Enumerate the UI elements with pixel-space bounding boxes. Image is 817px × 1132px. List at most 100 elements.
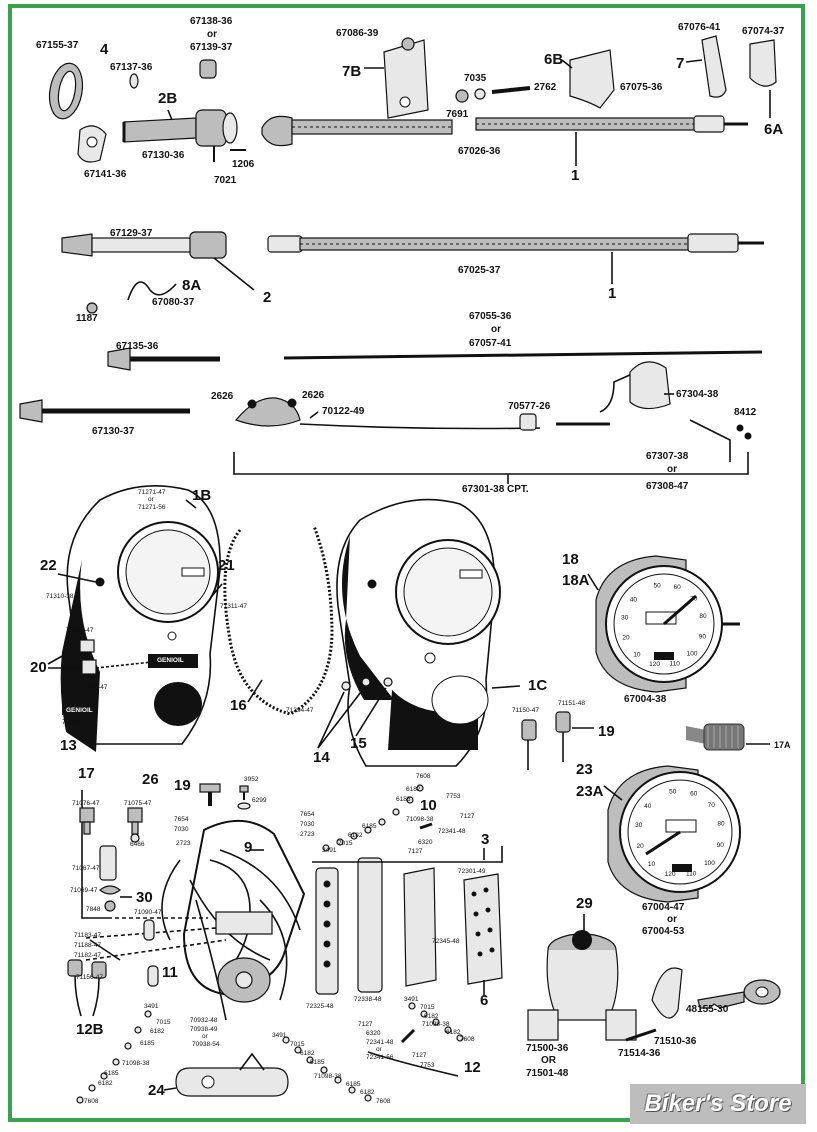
part-number-label: 67057-41 [469,338,512,349]
part-number-label: 7030 [174,826,189,833]
watermark-logo: Biker's Store [630,1084,806,1124]
dial-numeral: 70 [708,802,716,809]
part-number-label: 6466 [130,841,145,848]
callout-label: 16 [230,697,247,714]
part-number-label: 7015 [156,1019,171,1026]
part-number-label: 67075-36 [620,82,663,93]
callout-label: 12 [464,1059,481,1076]
callout-label: 18A [562,572,590,589]
part-number-label: 67025-37 [458,265,501,276]
lens-part [81,659,97,675]
badge-label: GENIOIL [157,657,184,664]
callout-label: 7B [342,63,361,80]
dial-numeral: 70 [690,595,698,602]
part-number-label: 71510-36 [654,1036,697,1047]
callout-label: 29 [576,895,593,912]
screw-part [199,783,251,810]
part-number-label: 71098-38 [406,816,434,823]
callout-label: 23A [576,783,604,800]
dial-numeral: 110 [686,871,697,878]
part-number-label: 6182 [348,832,363,839]
lamp-socket [521,711,571,770]
bracket-7b [383,37,429,119]
part-number-label: 71271-47 [138,489,166,496]
callout-label: 19 [174,777,191,794]
inner-core-cable [283,350,763,360]
part-number-label: 3952 [244,776,259,783]
terminal-holes [323,880,495,968]
callout-label: 2B [158,90,177,107]
part-number-label: 6299 [252,797,267,804]
part-number-label: 67004-38 [624,694,667,705]
part-number-label: 71182-47 [74,952,101,959]
callout-label: 2 [263,289,271,306]
grommet-part [341,681,351,691]
dial-numeral: 40 [644,803,652,810]
part-number-label: 6185 [310,1059,325,1066]
lamp-socket [67,919,159,1017]
part-number-label: 72301-49 [458,868,486,875]
ignition-switch-29 [527,930,637,1041]
part-number-label: 70938-49 [190,1026,218,1033]
dial-numeral: 120 [649,661,660,668]
washer-part [474,88,486,100]
screw-part [491,86,531,94]
spring-clip-part [127,281,177,301]
part-number-label: 7127 [408,848,423,855]
part-number-label: 6185 [346,1081,361,1088]
part-number-label: 6320 [418,839,433,846]
part-number-label: 71183-47 [74,932,101,939]
part-number-label: 67004-53 [642,926,685,937]
part-number-label: 7030 [300,821,315,828]
callout-label: 6 [480,992,488,1009]
part-number-label: 71098-38 [422,1021,450,1028]
dial-numeral: 60 [673,584,681,591]
group-bracket [233,452,749,475]
callout-label: 17A [774,740,791,750]
dial-numeral: 10 [633,651,641,658]
part-number-label: 2626 [302,390,325,401]
screw-part [86,302,98,314]
part-number-label: 71294-47 [286,707,314,714]
part-number-label: 72338-48 [354,996,382,1003]
part-number-label: 6182 [150,1028,165,1035]
part-number-label: 7127 [460,813,475,820]
gasket-16 [223,525,334,716]
part-number-label: 7654 [300,811,315,818]
cable-67026-36 [261,115,748,147]
wiring-harness [161,819,306,1021]
part-number-label: 67308-47 [646,481,689,492]
part-number-label: or [148,496,155,503]
callout-label: 24 [148,1082,165,1099]
part-number-label: 67139-37 [190,42,233,53]
callout-label: 6A [764,121,783,138]
callout-label: 13 [60,737,77,754]
part-number-label: 67137-36 [110,62,153,73]
dial-numeral: 90 [717,842,725,849]
part-number-label: 71151-48 [558,700,585,707]
part-number-label: 67130-36 [142,150,185,161]
part-number-label: 6182 [360,1089,375,1096]
part-number-label: 67086-39 [336,28,379,39]
washer-part [129,73,139,89]
part-number-label: 67129-37 [110,228,153,239]
clip-6a [749,39,777,87]
plate-part [77,125,107,163]
part-number-label: OR [541,1055,557,1066]
callout-label: 7 [676,55,684,72]
part-number-label: 1187 [76,313,98,324]
part-number-label: 3491 [144,1003,159,1010]
speedometer-18 [595,555,740,693]
part-number-label: 6182 [98,1080,113,1087]
part-number-label: or [376,1046,383,1053]
callout-label: 3 [481,831,489,848]
callout-label: 1C [528,677,547,694]
drive-shaft-67129-37 [61,231,227,259]
nut-part [455,89,469,103]
part-number-label: 71300-47 [80,684,108,691]
clip-6b [569,49,615,109]
part-number-label: 72341-56 [366,1054,394,1061]
part-number-label: 71150-47 [512,707,539,714]
part-number-label: 71098-38 [122,1060,150,1067]
switch-assembly [234,361,752,462]
